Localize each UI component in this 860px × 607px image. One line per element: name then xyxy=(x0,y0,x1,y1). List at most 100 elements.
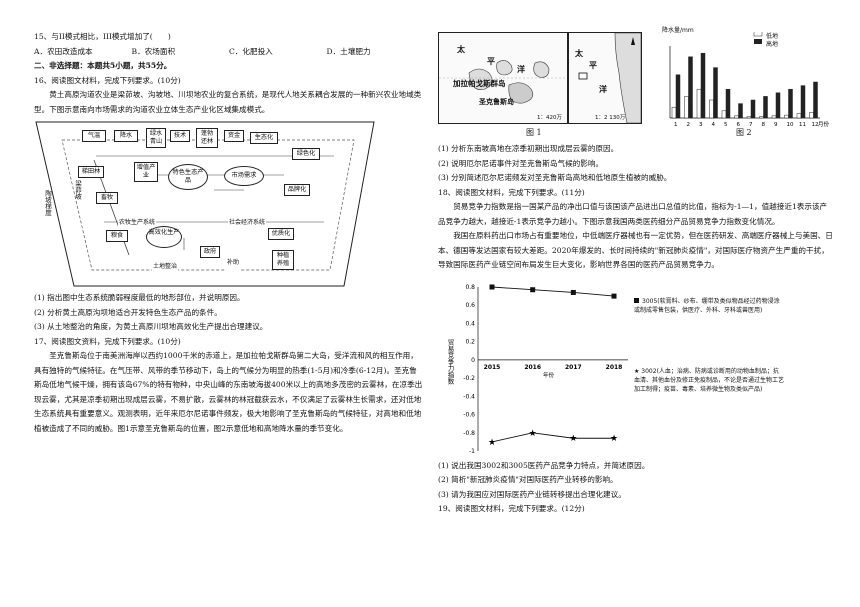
box-reforestation: 蓬勃还林 xyxy=(196,128,218,148)
line-ytick: -0.6 xyxy=(463,411,475,418)
right-column: 太 平 洋 加拉帕戈斯群岛 圣克鲁斯岛 1：420万 太 平 洋 1：2 130… xyxy=(438,27,833,517)
q17-paragraph: 圣克鲁斯岛位于南美洲海岸以西约1000千米的赤道上，是加拉帕戈斯群岛第二大岛，受… xyxy=(34,351,423,433)
line-point-3002-2018: ★ xyxy=(610,434,618,444)
line-series-3002 xyxy=(491,431,614,442)
box-planting-breeding: 种植养殖 xyxy=(272,250,294,270)
fig2-bar-低地-5 xyxy=(721,110,727,119)
fig1-label-ping: 平 xyxy=(487,57,495,66)
fig2-bar-低地-4 xyxy=(709,99,714,119)
fig2-bar-低地-6 xyxy=(734,115,739,119)
box-government: 政府 xyxy=(200,246,220,258)
line-series-3005 xyxy=(491,286,615,297)
q16-question-1: (1) 指出图中生态系统脆弱程度最低的地形部位，并说明原因。 xyxy=(34,293,245,302)
fig2-bar-高地-9 xyxy=(775,92,781,119)
fig1-scale-2: 1：2 130万 xyxy=(595,115,626,121)
label-land-consolidation: 土地整治 xyxy=(152,260,179,275)
fig1-inset-yang: 洋 xyxy=(599,85,607,94)
line-point-3002-2017: ★ xyxy=(569,434,577,444)
fig2-bar-低地-1 xyxy=(671,106,677,119)
box-precipitation: 降水 xyxy=(114,130,138,142)
box-efficient-production: 高效化生产 xyxy=(146,226,182,248)
fig2-xtick: 6 xyxy=(737,122,741,128)
fig2-bar-高地-7 xyxy=(750,99,756,119)
legend-3005-text: 3005(软膏料、纱布、绷带及类似物品经过药物浸涂或制成零售包装，供医疗、外科、… xyxy=(634,297,780,314)
fig2-bar-低地-3 xyxy=(696,88,702,119)
q18-question-1: (1) 说出我国3002和3005医药产品竞争力特点，并简述原因。 xyxy=(438,460,650,470)
box-market-demand: 市场需求 xyxy=(224,166,264,186)
line-ytick: -0.8 xyxy=(463,429,475,436)
box-terrace-forest: 梯田林 xyxy=(78,166,104,178)
line-ytick: 0 xyxy=(471,356,475,363)
fig2-bar-低地-2 xyxy=(684,96,689,119)
q17-question-1: (1) 分析东南坡高地在凉季初期出现成层云雾的原因。 xyxy=(438,144,619,153)
box-special-products: 特色生态产品 xyxy=(168,164,208,190)
fig2-bar-低地-7 xyxy=(746,116,752,119)
q15-options: A．农田改造成本 B．农场面积 C．化肥投入 D．土壤肥力 xyxy=(34,45,424,60)
fig1-label-yang: 洋 xyxy=(517,65,525,74)
fig2-xtick: 10 xyxy=(787,122,794,128)
q18-paragraph-2: 我国在原料药出口市场占有重要地位，中低端医疗器械也有一定优势，但在医药研发、高端… xyxy=(438,231,833,269)
fig2-bar-低地-10 xyxy=(784,114,789,119)
fig2-xlabel: 月份 xyxy=(818,120,830,128)
fig2-bar-低地-8 xyxy=(759,116,764,119)
fig1-label-galapagos: 加拉帕戈斯群岛 xyxy=(453,79,506,88)
q16-diagram: 气温 降水 绿水青山 技术 蓬勃还林 资金 生态化 绿色化 梯田林 增值产业 特… xyxy=(34,120,394,288)
fig2-caption: 图 2 xyxy=(736,128,752,137)
box-ecological: 生态化 xyxy=(250,132,278,144)
q18-question-2: (2) 简析"新冠肺炎疫情"对国际医药产业转移的影响。 xyxy=(438,475,618,484)
line-ytick: -1 xyxy=(469,448,475,455)
fig2-bar-高地-4 xyxy=(713,67,718,119)
fig1-label-santa-cruz: 圣克鲁斯岛 xyxy=(479,98,514,106)
fig1-map-large: 太 平 洋 加拉帕戈斯群岛 圣克鲁斯岛 1：420万 xyxy=(438,32,568,124)
label-subsidy: 补助 xyxy=(226,256,241,271)
fig1-label-tai: 太 xyxy=(457,45,465,54)
fig2-bar-低地-12 xyxy=(809,111,814,119)
label-socio-system: 社会经济系统 xyxy=(228,216,267,231)
box-grain: 粮食 xyxy=(106,230,128,242)
fig2-xtick: 9 xyxy=(774,122,778,128)
line-point-3005-2018 xyxy=(611,293,617,299)
line-ylabel: 贸易竞争力指数 xyxy=(446,337,454,385)
line-xtick: 2016 xyxy=(524,363,541,370)
box-value-industry: 增值产业 xyxy=(134,162,158,182)
legend-3005-marker xyxy=(634,297,639,303)
fig2-legend-low-swatch xyxy=(753,32,763,37)
box-capital: 资金 xyxy=(224,130,244,142)
fig2-bar-高地-3 xyxy=(700,52,706,119)
q15-option-d: D．土壤肥力 xyxy=(326,46,371,56)
q17-head: 17、阅读图文资料，完成下列要求。(10分) xyxy=(34,336,181,346)
line-ytick: -0.4 xyxy=(463,393,475,400)
fig2-xtick: 4 xyxy=(712,122,716,128)
box-temperature: 气温 xyxy=(82,130,106,142)
line-point-3005-2015 xyxy=(489,284,495,289)
line-point-3005-2016 xyxy=(530,286,536,292)
q18-question-3: (3) 请为我国应对国际医药产业链转移提出合理化建议。 xyxy=(438,489,626,499)
box-brand: 品牌化 xyxy=(284,184,310,196)
box-green: 绿色化 xyxy=(292,148,320,160)
line-ytick: 0.4 xyxy=(465,320,475,327)
fig1-caption: 图 1 xyxy=(526,128,542,137)
line-point-3002-2016: ★ xyxy=(529,428,537,438)
fig2-xtick: 1 xyxy=(674,122,678,128)
label-ridge-slope: 梁茆坡 xyxy=(73,180,82,200)
line-xlabel: 年份 xyxy=(543,370,555,378)
q18-paragraph-1: 贸易竞争力指数是指一国某产品的净出口值与该国该产品进出口总值的比值，指标为-1—… xyxy=(438,202,828,226)
fig2-xtick: 2 xyxy=(687,122,691,128)
box-technology: 技术 xyxy=(170,130,190,142)
fig2-legend-high: 高地 xyxy=(766,41,779,48)
legend-3002-marker: ★ xyxy=(634,367,642,375)
q15-option-a: A．农田改造成本 xyxy=(34,46,93,56)
fig2-xtick: 11 xyxy=(799,122,806,128)
fig2-xtick: 3 xyxy=(699,122,703,128)
fig1-map-inset: 太 平 洋 1：2 130万 xyxy=(568,32,642,124)
line-xtick: 2015 xyxy=(484,363,501,370)
fig2-bar-高地-6 xyxy=(738,103,743,119)
line-ytick: 0.8 xyxy=(465,284,475,291)
q19-head: 19、阅读图文材料，完成下列要求。(12分) xyxy=(438,504,585,513)
fig1-inset-shapes xyxy=(578,32,642,124)
fig1-inset-tai: 太 xyxy=(575,49,583,58)
box-green-mountains: 绿水青山 xyxy=(146,128,166,148)
q17-question-3: (3) 分别简述厄尔尼诺频发对圣克鲁斯岛高地和低地原生植被的威胁。 xyxy=(438,173,672,182)
